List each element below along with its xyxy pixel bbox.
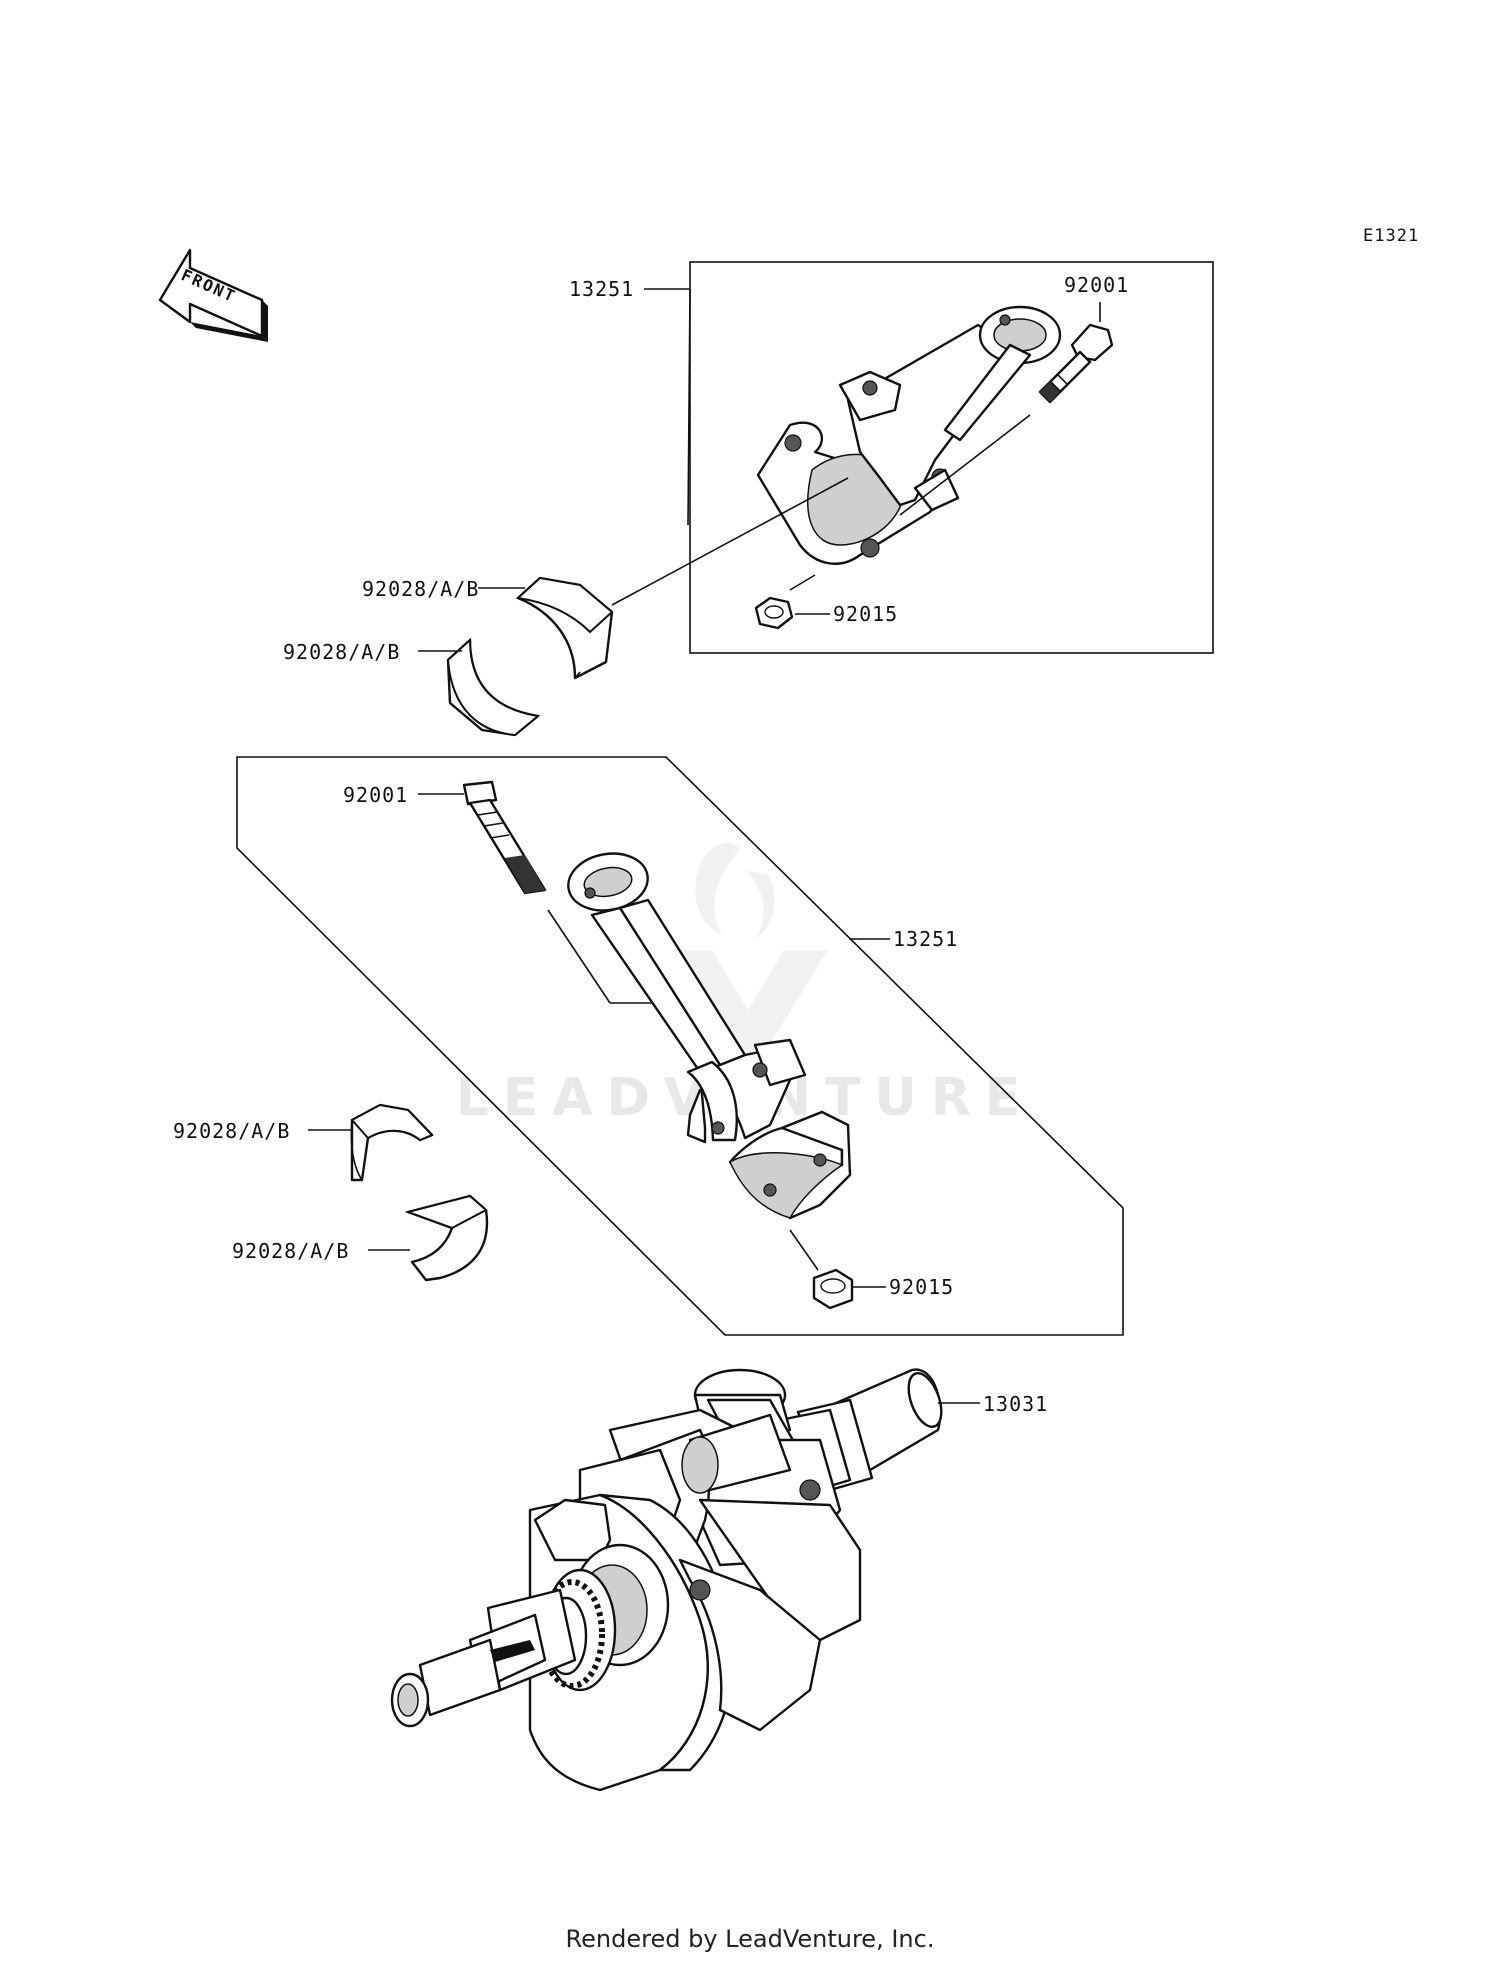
lower-nut-icon [812,1268,854,1310]
lower-connecting-rod [567,852,807,1144]
crankshaft-label: 13031 [983,1392,1048,1416]
upper-group-frame [689,261,1214,654]
upper-bearing-lower-label: 92028/A/B [283,640,400,664]
lower-rod-cap [728,1110,852,1220]
upper-group: 13251 [283,261,1214,737]
diagram-code: E1321 [1363,226,1419,246]
lower-group: 92001 920 [173,756,1124,1336]
lower-bolt-icon [462,780,547,895]
upper-assembly-label: 13251 [569,277,634,301]
footer-credit: Rendered by LeadVenture, Inc. [566,1925,935,1953]
upper-bolt-icon [1038,323,1114,404]
lower-nut-label: 92015 [889,1275,954,1299]
upper-nut-label: 92015 [833,602,898,626]
watermark-logo-icon [668,842,828,1060]
front-arrow-icon: FRONT [158,248,268,342]
crankshaft [390,1368,943,1792]
upper-bearing-upper-label: 92028/A/B [362,577,479,601]
upper-bolt-label: 92001 [1064,273,1129,297]
lower-bearing-shell-upper-icon [350,1103,434,1182]
lower-bearing-upper-label: 92028/A/B [173,1119,290,1143]
lower-group-frame [236,756,1124,1336]
lower-bearing-shell-lower-icon [404,1194,489,1282]
lower-bolt-label: 92001 [343,783,408,807]
upper-bearing-shell-lower-icon [446,637,541,737]
upper-bearing-shell-icon [515,576,614,680]
upper-nut-icon [754,596,794,630]
lower-bearing-lower-label: 92028/A/B [232,1239,349,1263]
upper-connecting-rod [756,305,1062,565]
lower-assembly-label: 13251 [893,927,958,951]
